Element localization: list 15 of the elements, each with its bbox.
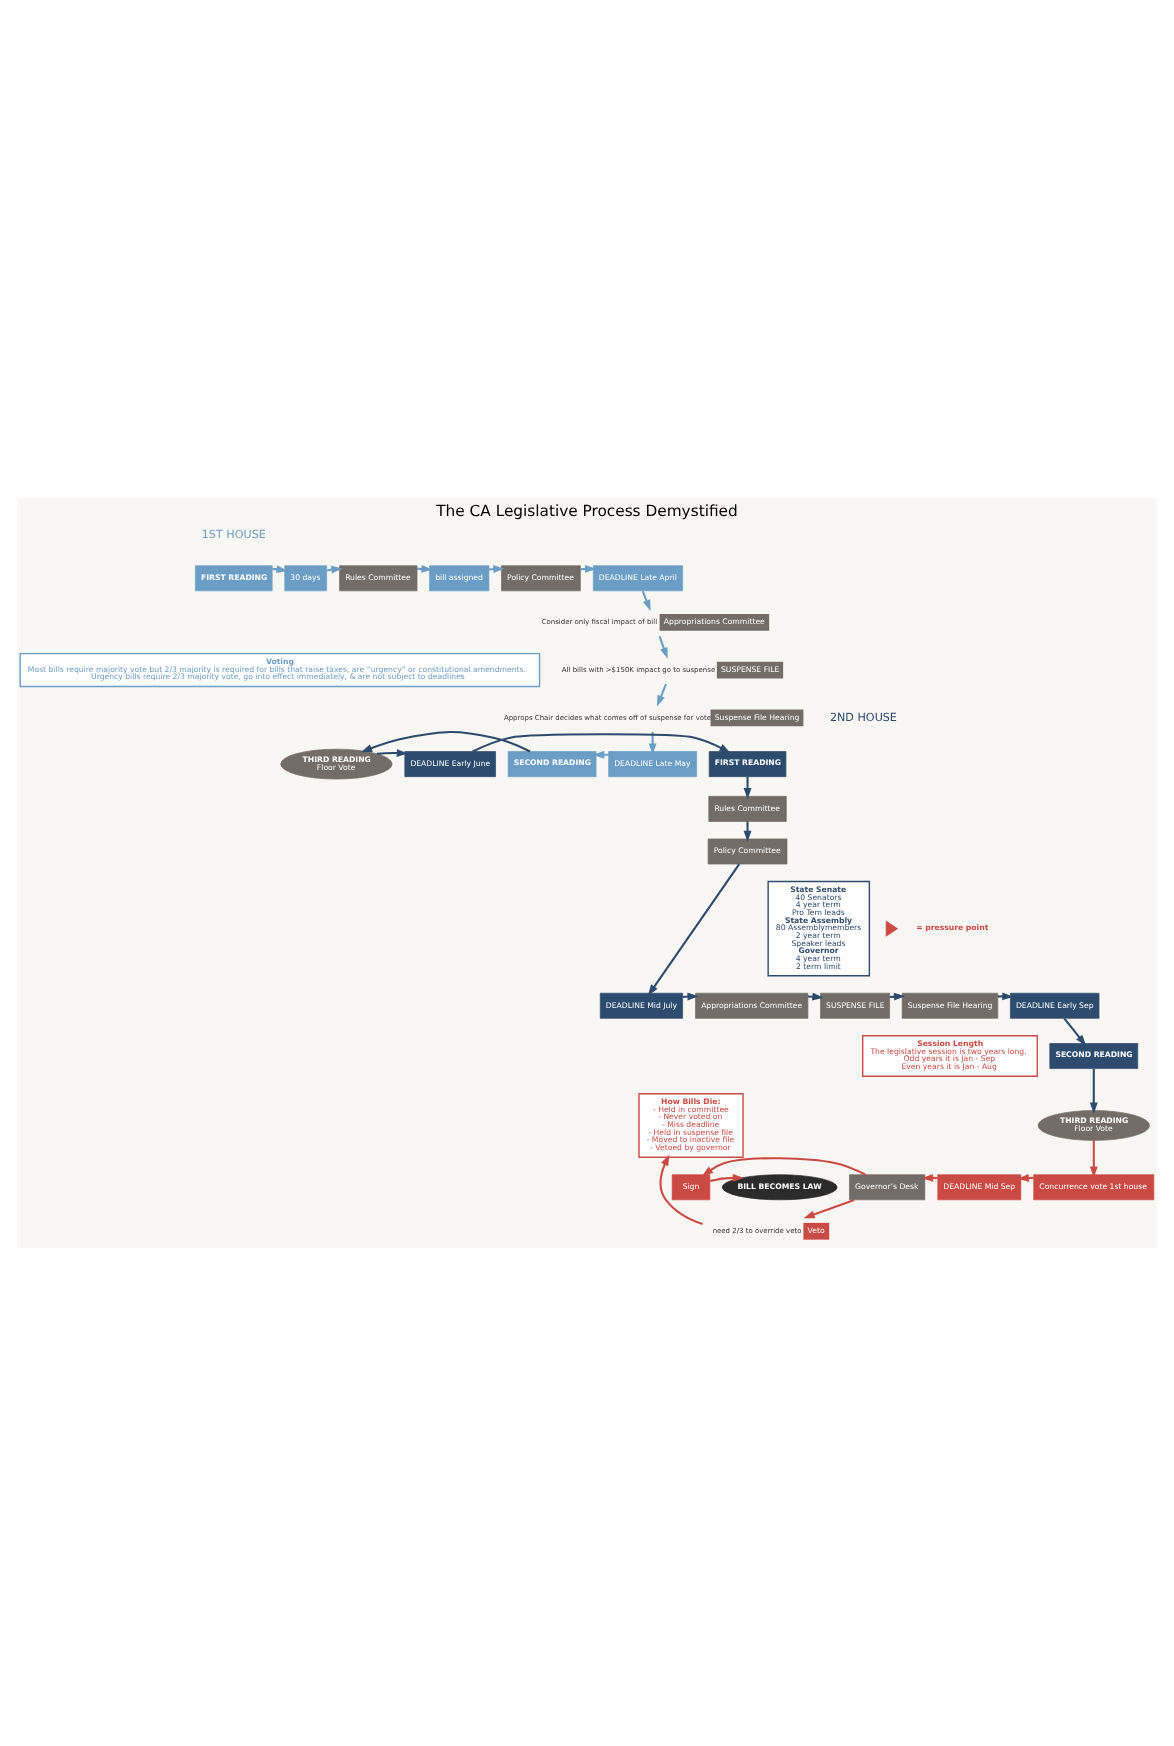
arrow bbox=[1089, 1140, 1098, 1178]
arrow bbox=[1089, 1068, 1098, 1114]
arrow bbox=[360, 731, 531, 753]
arrow bbox=[702, 1157, 866, 1177]
arrow bbox=[709, 1173, 744, 1182]
arrow bbox=[1063, 1017, 1087, 1046]
arrow bbox=[803, 1198, 855, 1219]
arrow bbox=[641, 590, 651, 612]
arrow bbox=[656, 683, 667, 707]
arrow bbox=[659, 1154, 703, 1225]
arrow bbox=[272, 565, 288, 573]
arrow bbox=[808, 992, 824, 1001]
arrow bbox=[593, 750, 609, 759]
arrow bbox=[376, 749, 408, 757]
arrow bbox=[658, 636, 668, 659]
